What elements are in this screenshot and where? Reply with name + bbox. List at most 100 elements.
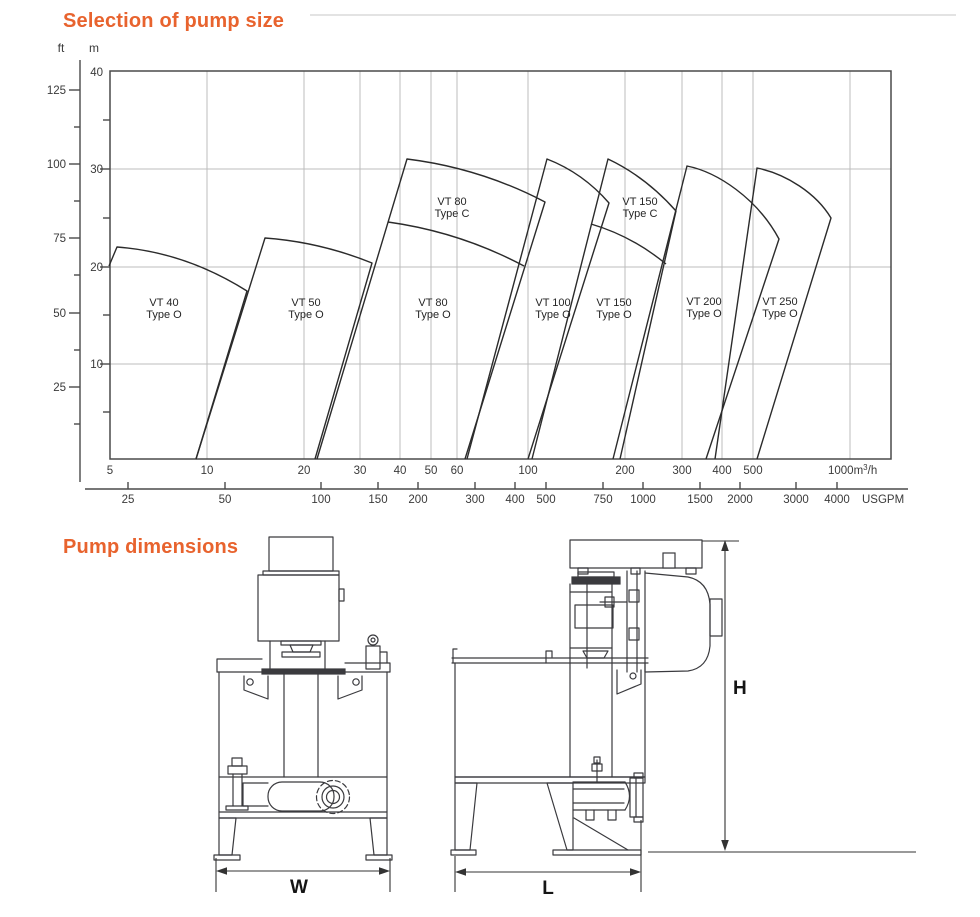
motor-mount-plate	[569, 539, 703, 569]
bearing-housing	[574, 604, 614, 629]
ft-unit-label: ft	[58, 41, 65, 55]
usgpm-tick: 25	[122, 494, 135, 506]
m3h-axis-labels: 5 10 20 30 40 50 60 100 200 300 400 500 …	[107, 463, 877, 477]
coupling-stud	[599, 596, 628, 608]
pump-dimension-drawings: W	[213, 536, 916, 899]
motor-body	[257, 574, 340, 642]
m3h-tick: 60	[451, 465, 464, 477]
drain-pipe	[225, 757, 249, 811]
m-axis: m 40 30 20 10	[89, 41, 110, 413]
label-vt80o: VT 80	[418, 297, 447, 309]
pump-front-view	[213, 536, 393, 861]
region-vt80-type-split	[387, 221, 525, 267]
label-vt40: VT 40	[149, 297, 178, 309]
ft-tick: 75	[53, 233, 66, 245]
discharge-pipe-side	[572, 756, 644, 823]
region-vt150-outline	[531, 158, 677, 460]
m3h-tick: 100	[518, 465, 537, 477]
pump-selection-chart: ft 125 100 75 50 25	[47, 14, 956, 506]
region-vt150-type-split	[590, 223, 667, 265]
motor-fan-cover	[268, 536, 334, 572]
label-vt100-type: Type O	[535, 309, 571, 321]
usgpm-tick: 3000	[783, 494, 809, 506]
m3h-unit-label: 1000m3/h	[828, 463, 877, 477]
m3h-tick: 10	[201, 465, 214, 477]
label-vt150o: VT 150	[596, 297, 631, 309]
m3h-tick: 5	[107, 465, 113, 477]
usgpm-tick: 4000	[824, 494, 850, 506]
ft-tick: 125	[47, 85, 66, 97]
chart-title: Selection of pump size	[63, 10, 285, 32]
m-tick: 30	[90, 164, 103, 176]
m-tick: 40	[90, 67, 103, 79]
label-vt150o-type: Type O	[596, 309, 632, 321]
m-unit-label: m	[89, 41, 99, 55]
label-vt40-type: Type O	[146, 309, 182, 321]
m-tick: 20	[90, 262, 103, 274]
leg-side-left	[454, 782, 478, 851]
width-dimension: W	[215, 858, 391, 898]
width-label: W	[290, 877, 308, 898]
motor-side	[644, 572, 723, 673]
dimensions-title: Pump dimensions	[63, 536, 239, 558]
ft-tick: 100	[47, 159, 66, 171]
usgpm-tick: 100	[311, 494, 330, 506]
label-vt80o-type: Type O	[415, 309, 451, 321]
height-label: H	[733, 678, 747, 699]
lid-clip	[545, 650, 553, 664]
usgpm-tick: 400	[505, 494, 524, 506]
usgpm-tick: 1000	[630, 494, 656, 506]
m3h-tick: 500	[743, 465, 762, 477]
leg-front-right	[369, 817, 388, 856]
m3h-tick: 40	[394, 465, 407, 477]
discharge-flange	[315, 779, 351, 815]
height-dimension: H	[648, 540, 916, 853]
discharge-assembly-front	[242, 779, 351, 815]
m3h-tick: 20	[298, 465, 311, 477]
pump-regions	[108, 158, 832, 460]
label-vt150c: VT 150	[622, 196, 657, 208]
usgpm-tick: 150	[368, 494, 387, 506]
region-vt200-type-o	[612, 165, 780, 460]
usgpm-tick: 300	[465, 494, 484, 506]
usgpm-tick: 200	[408, 494, 427, 506]
support-brace	[573, 817, 629, 851]
m3h-tick: 400	[712, 465, 731, 477]
level-valve	[365, 634, 388, 670]
label-vt150c-type: Type C	[623, 208, 658, 220]
terminal-box	[709, 598, 723, 637]
label-vt80c-type: Type C	[435, 208, 470, 220]
usgpm-tick: 1500	[687, 494, 713, 506]
m3h-tick: 300	[672, 465, 691, 477]
lifting-lug	[662, 552, 676, 569]
m3h-tick: 50	[425, 465, 438, 477]
leg-side-middle	[546, 782, 574, 851]
usgpm-tick: 500	[536, 494, 555, 506]
label-vt200: VT 200	[686, 296, 721, 308]
m3h-tick: 30	[354, 465, 367, 477]
region-vt50-type-o	[195, 237, 373, 460]
label-vt250: VT 250	[762, 296, 797, 308]
usgpm-tick: 750	[593, 494, 612, 506]
label-vt50-type: Type O	[288, 309, 324, 321]
usgpm-unit-label: USGPM	[862, 494, 904, 506]
motor-flange-column	[626, 570, 646, 673]
usgpm-tick: 50	[219, 494, 232, 506]
mounting-bracket-right	[337, 675, 363, 700]
ft-tick: 25	[53, 382, 66, 394]
usgpm-axis: 25 50 100 150 200 300 400 500 750 1000 1…	[85, 482, 908, 506]
label-vt50: VT 50	[291, 297, 320, 309]
mounting-bracket-left	[243, 675, 269, 700]
label-vt80c: VT 80	[437, 196, 466, 208]
plot-frame	[109, 70, 892, 460]
leg-front-left	[218, 817, 237, 856]
plot-gridlines	[110, 71, 891, 459]
m3h-tick: 200	[615, 465, 634, 477]
ft-tick: 50	[53, 308, 66, 320]
pump-region-labels: VT 40 Type O VT 50 Type O VT 80 Type C V…	[146, 196, 798, 321]
pump-side-view	[450, 539, 723, 856]
label-vt100: VT 100	[535, 297, 570, 309]
label-vt250-type: Type O	[762, 308, 798, 320]
ft-axis: ft 125 100 75 50 25	[47, 41, 81, 482]
